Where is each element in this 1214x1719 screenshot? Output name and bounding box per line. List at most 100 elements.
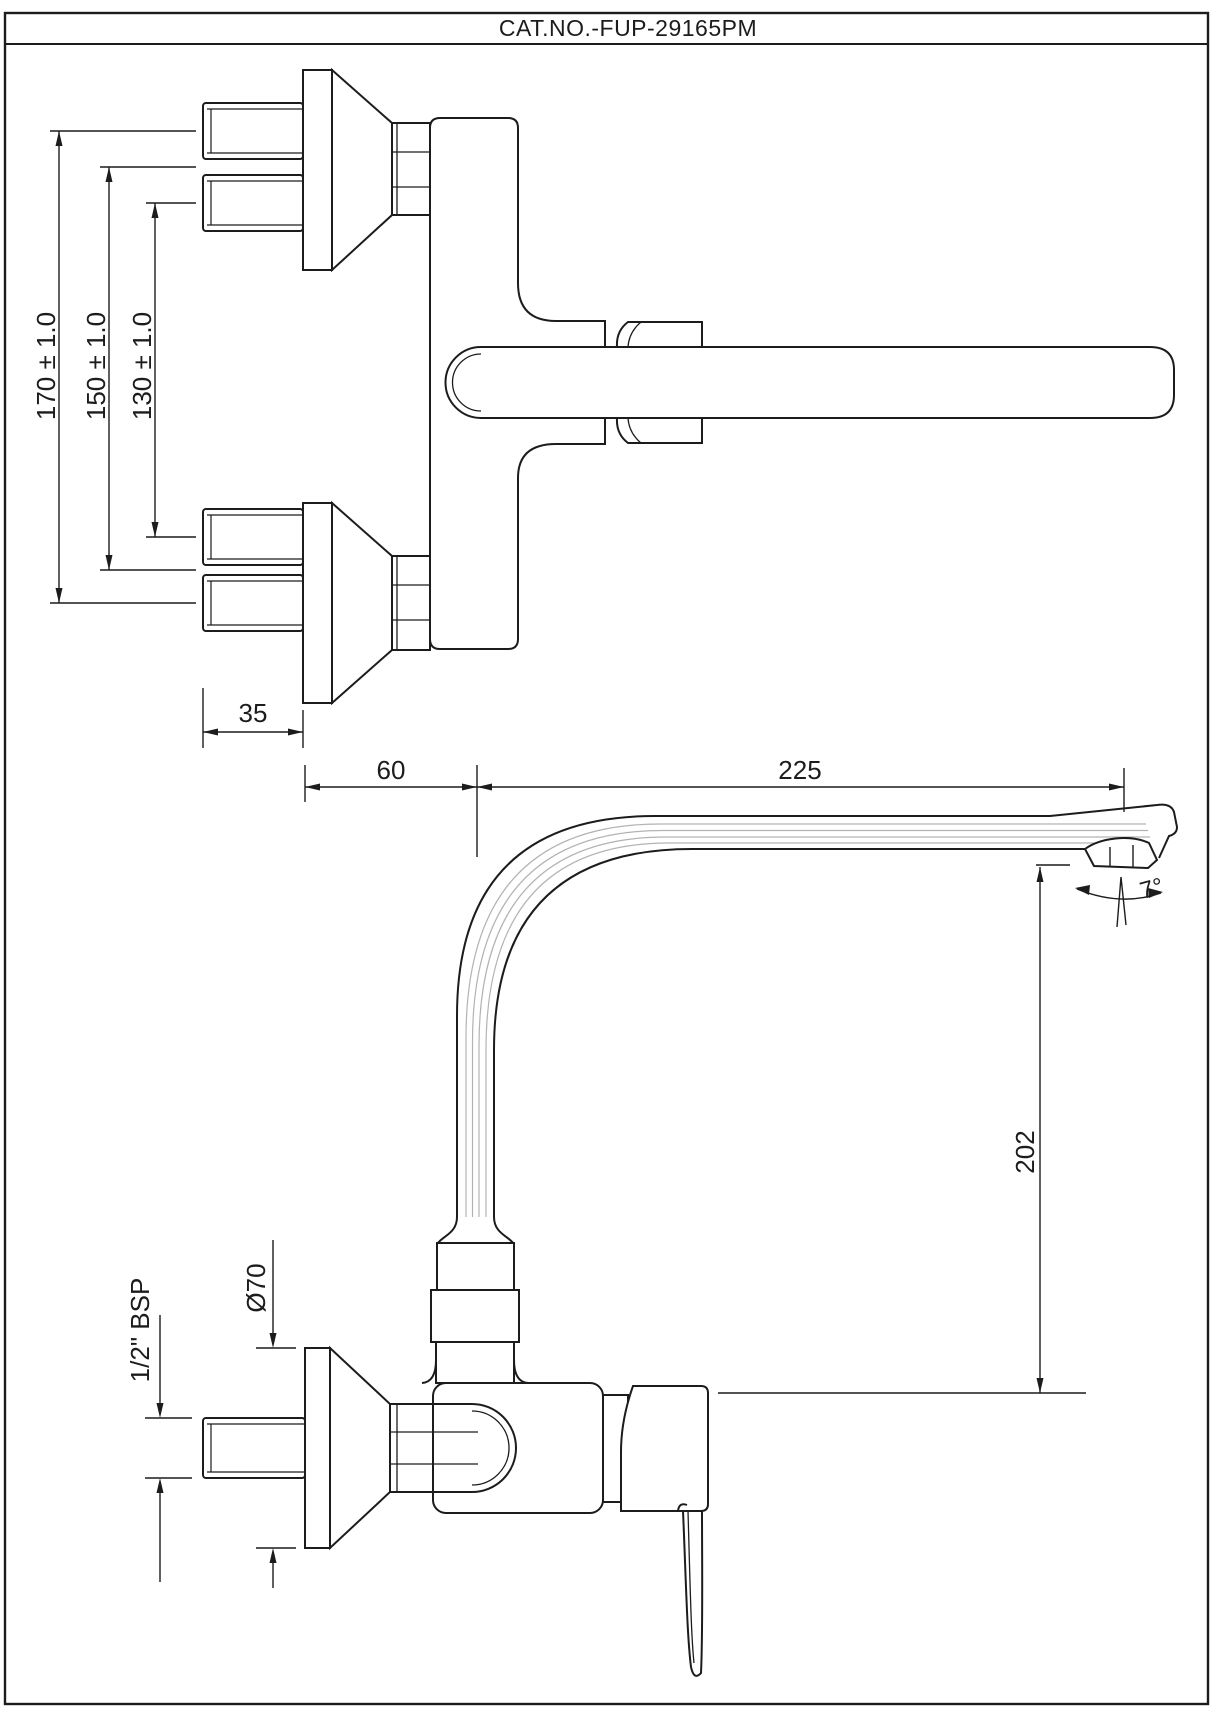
spout-contour-line (485, 842, 1100, 1217)
dimension-diameter-70 (256, 1240, 296, 1588)
flange-plate (302, 69, 333, 271)
dim-lines (304, 765, 478, 857)
pipe-outline (202, 174, 304, 232)
arrowhead-right (288, 728, 303, 736)
arrowhead-up (1036, 867, 1044, 882)
dim-lines (718, 864, 1086, 1394)
dim-202-label: 202 (1010, 1130, 1040, 1173)
dim-diameter-label: Ø70 (241, 1263, 271, 1312)
cartridge-profile (433, 1403, 517, 1493)
arrowhead-down (156, 1403, 164, 1418)
collar-joint-arc (627, 417, 642, 444)
flange-plate (302, 502, 333, 704)
arrowhead-left (1075, 885, 1090, 895)
neck (391, 555, 431, 651)
dim-lines (100, 166, 196, 571)
pipe-thread-lines (207, 180, 303, 226)
arrowhead-up (156, 1478, 164, 1493)
spout-cap-inner-arc (451, 353, 482, 412)
neck (391, 122, 431, 216)
dimension-225 (477, 768, 1125, 812)
wall-flange-bottom (302, 500, 431, 706)
valve-body (432, 1382, 604, 1514)
spout-outer-top (456, 803, 1179, 1217)
dimension-35 (202, 688, 304, 748)
dimension-202 (718, 864, 1086, 1394)
dim-150-label: 150 ± 1.0 (81, 312, 111, 420)
dim-lines (145, 1315, 192, 1582)
flange-cone (331, 67, 393, 273)
pipe-outline (202, 574, 304, 632)
collar-outline (615, 417, 703, 444)
arrowhead-right (1109, 783, 1124, 791)
arrowhead-up (55, 131, 63, 146)
flange-cone (331, 500, 393, 706)
arrowhead-up (105, 167, 113, 182)
arrowhead-left (203, 728, 218, 736)
flange-cone (329, 1345, 391, 1551)
collar-section-2 (430, 1289, 520, 1343)
arrowhead-up (151, 203, 159, 218)
collar-joint-arc (627, 321, 642, 348)
dimension-60 (304, 765, 478, 857)
pipe-outline (202, 102, 304, 160)
handle-base (620, 1385, 709, 1512)
collar-outline (615, 321, 703, 348)
pipe-thread-lines (207, 514, 303, 560)
neck-step-lines (392, 556, 430, 650)
wall-flange-top (302, 67, 431, 273)
dim-35-label: 35 (239, 698, 268, 728)
pipe-thread-lines (207, 108, 303, 154)
spout-bar-outline (444, 346, 1175, 419)
dim-angle-label: 7° (1137, 873, 1166, 905)
neck-step-lines (392, 123, 430, 215)
arrowhead-up (269, 1548, 277, 1563)
arrowhead-down (105, 555, 113, 570)
aerator-face-segments (1109, 845, 1134, 868)
arrowhead-left (305, 783, 320, 791)
spout-outer-bottom (493, 848, 1085, 1217)
dim-thread-label: 1/2" BSP (125, 1278, 155, 1383)
front-view (202, 67, 1175, 706)
dim-lines (50, 130, 196, 604)
pipe-outline (202, 1417, 306, 1479)
sheet-frame (3, 11, 1210, 1706)
spout-aerator (1083, 837, 1159, 870)
body-outline (432, 1382, 604, 1514)
lever-blade (681, 1510, 704, 1677)
arrowhead-down (55, 588, 63, 603)
inlet-pipe-top-2 (202, 174, 304, 232)
lever-shoulder (677, 1503, 688, 1512)
spout-tube (437, 803, 1179, 1244)
pipe-thread-lines (207, 1423, 305, 1473)
arrowhead-right (1148, 888, 1163, 898)
dimension-150 (100, 166, 196, 571)
spout-bar (444, 346, 1175, 419)
angle-wedge-lines (1116, 876, 1127, 928)
spout-contour-line (465, 823, 1146, 1217)
lever-inner-line (687, 1510, 695, 1664)
dim-170-label: 170 ± 1.0 (31, 312, 61, 420)
dimension-thread-bsp (145, 1315, 192, 1582)
inlet-pipe-top-1 (202, 102, 304, 160)
side-view (202, 803, 1179, 1677)
spout-base-flare (437, 1216, 514, 1244)
flange-plate (304, 1347, 331, 1549)
dimension-170 (50, 130, 196, 604)
cartridge-inner-lines (433, 1410, 510, 1486)
handle-assembly (602, 1385, 709, 1677)
dim-lines (202, 688, 304, 748)
dimension-angle-7 (1075, 876, 1163, 928)
dimension-130 (146, 202, 196, 538)
pipe-thread-lines (207, 580, 303, 626)
inlet-pipe-bottom-1 (202, 508, 304, 566)
collar-section-3 (435, 1341, 515, 1384)
arrowhead-down (269, 1333, 277, 1348)
front-view-dimensions (50, 130, 304, 748)
pipe-outline (202, 508, 304, 566)
swivel-collar-top (615, 321, 703, 348)
dim-130-label: 130 ± 1.0 (127, 312, 157, 420)
spout-contour-line (471, 829, 1148, 1217)
